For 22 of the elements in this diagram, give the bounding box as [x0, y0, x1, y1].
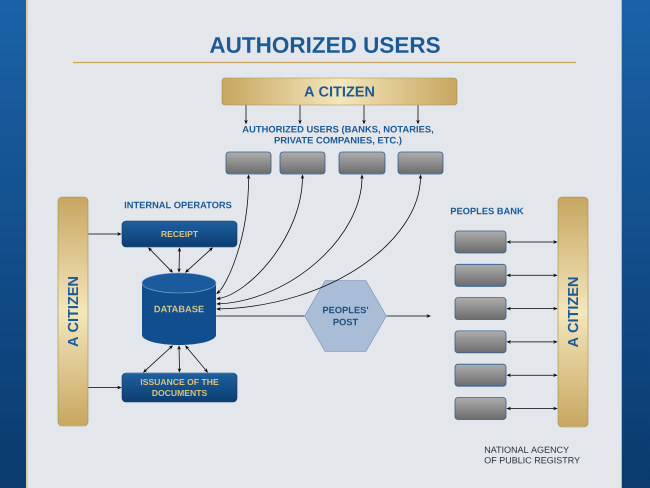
blank-box: [454, 264, 506, 287]
group-label: AUTHORIZED USERS (BANKS, NOTARIES, PRIVATE COMPANIES, ETC.): [242, 126, 434, 146]
vertical-banner: A CITIZEN: [558, 196, 588, 428]
blank-box: [398, 152, 444, 174]
blank-box: [454, 330, 506, 354]
process-box: RECEIPT: [122, 220, 238, 248]
vertical-banner: A CITIZEN: [58, 196, 88, 426]
blank-box: [454, 230, 506, 254]
blank-box: [280, 152, 326, 174]
title: AUTHORIZED USERS: [210, 37, 440, 53]
agency-name: NATIONAL AGENCY OF PUBLIC REGISTRY: [484, 446, 580, 464]
hexagon: PEOPLES' POST: [304, 280, 387, 352]
section-heading: INTERNAL OPERATORS: [124, 202, 232, 208]
blank-box: [226, 152, 272, 174]
database-cylinder: DATABASE: [142, 272, 216, 345]
banner-bar: A CITIZEN: [222, 78, 458, 106]
blank-box: [454, 364, 506, 387]
blank-box: [454, 397, 506, 420]
section-heading: PEOPLES BANK: [450, 208, 524, 214]
process-box: ISSUANCE OF THE DOCUMENTS: [122, 372, 238, 402]
blank-box: [454, 297, 506, 320]
blank-box: [338, 152, 386, 174]
